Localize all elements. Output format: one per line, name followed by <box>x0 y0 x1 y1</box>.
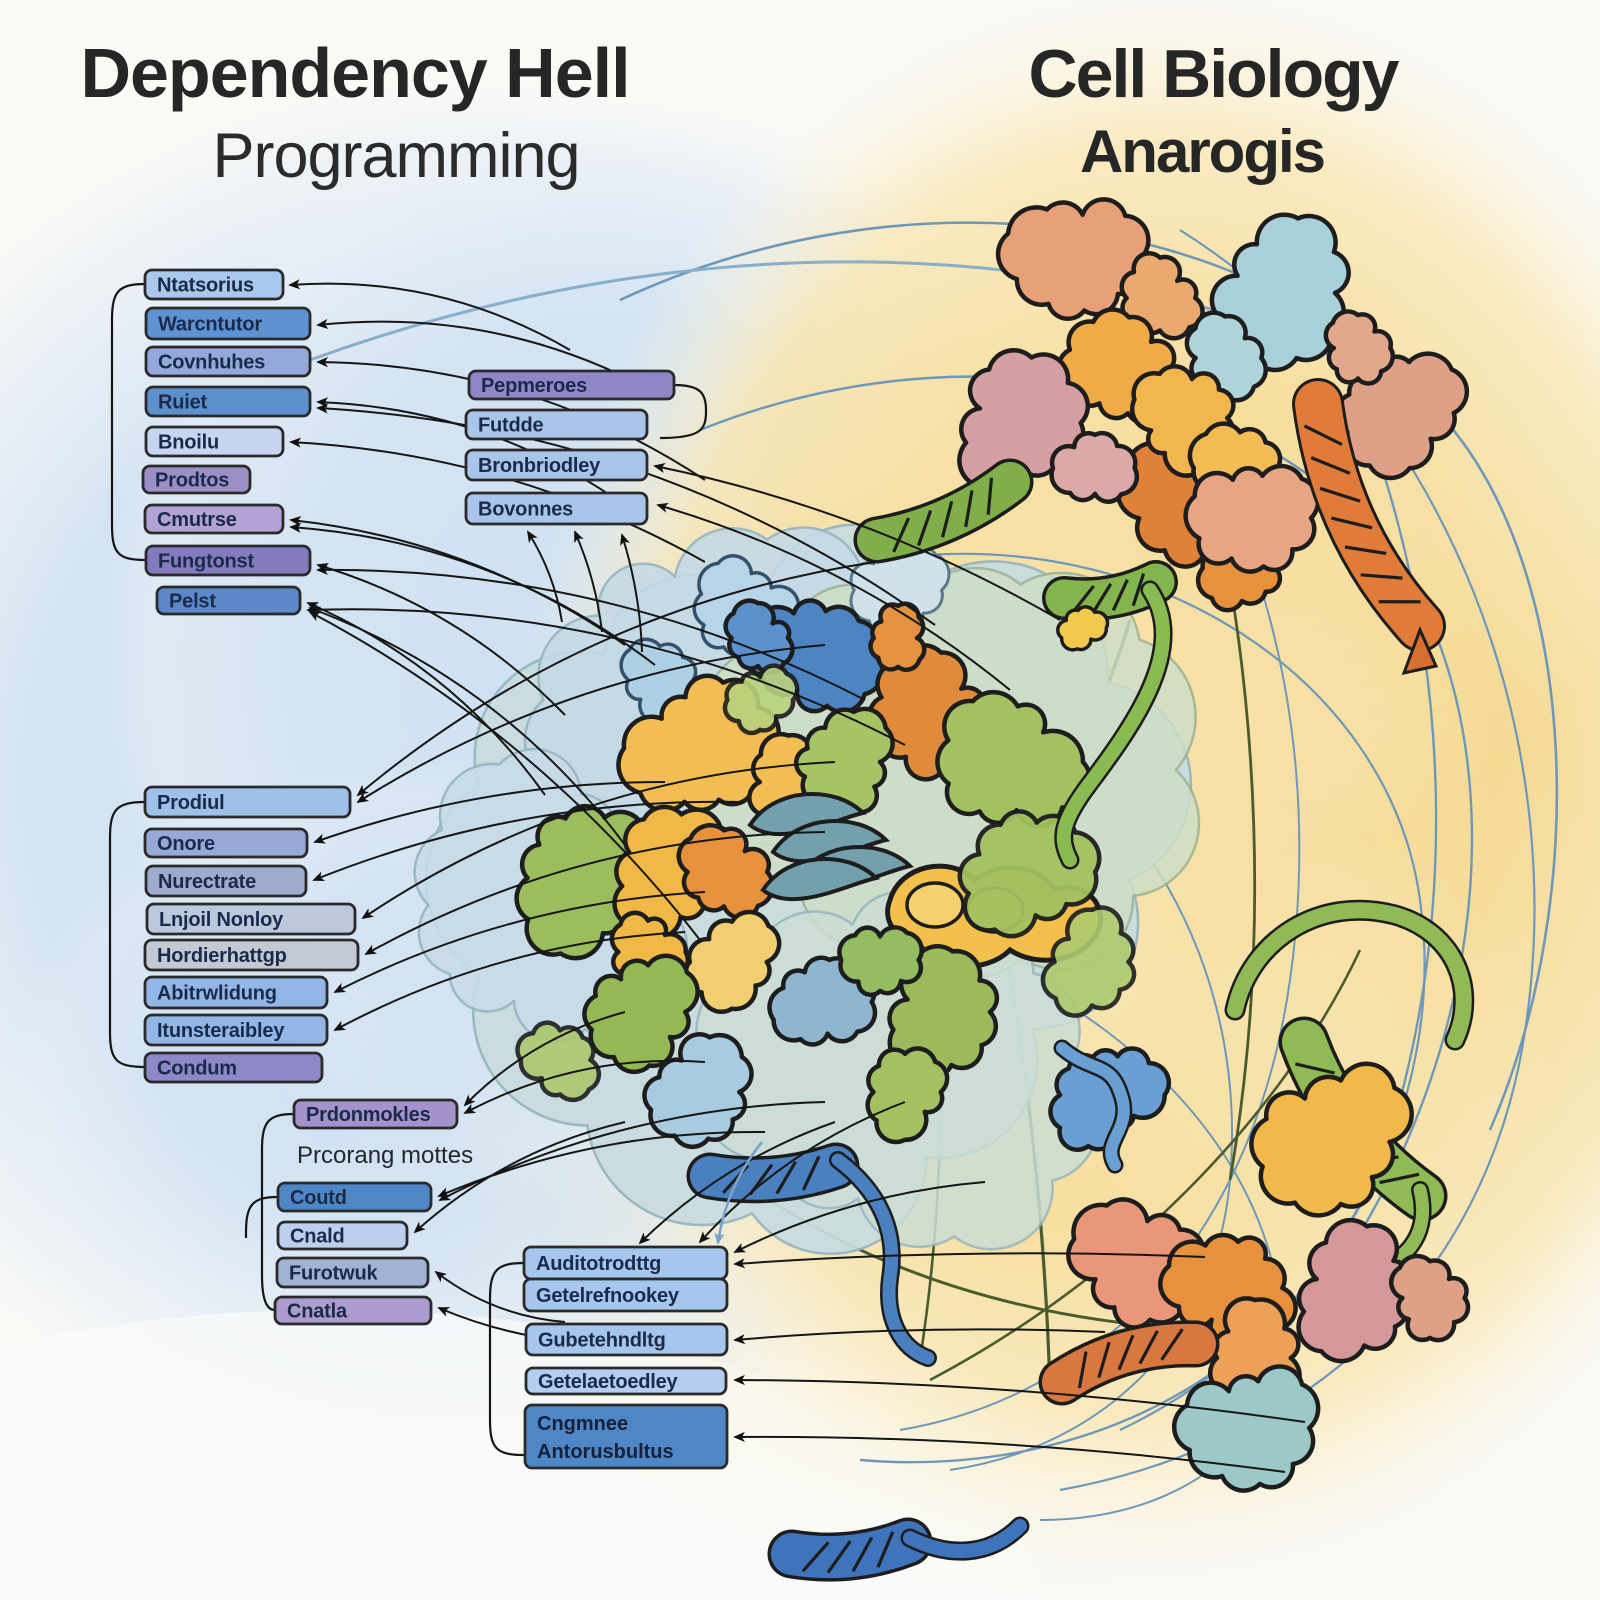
svg-text:Fungtonst: Fungtonst <box>158 551 254 573</box>
svg-text:Coutd: Coutd <box>290 1187 347 1209</box>
svg-text:Warcntutor: Warcntutor <box>158 314 262 336</box>
svg-text:Covnhuhes: Covnhuhes <box>158 352 265 374</box>
svg-text:Hordierhattgp: Hordierhattgp <box>157 945 287 967</box>
svg-text:Prodiul: Prodiul <box>157 792 225 814</box>
svg-text:Prcorang mottes: Prcorang mottes <box>297 1142 473 1169</box>
svg-text:Cngmnee: Cngmnee <box>537 1413 628 1435</box>
svg-text:Ruiet: Ruiet <box>158 392 208 414</box>
svg-text:Bovonnes: Bovonnes <box>478 499 573 521</box>
svg-text:Prodtos: Prodtos <box>155 470 229 492</box>
svg-text:Dependency Hell: Dependency Hell <box>80 34 629 112</box>
svg-text:Auditotrodttg: Auditotrodttg <box>536 1253 661 1275</box>
svg-text:Getelaetoedley: Getelaetoedley <box>538 1371 679 1393</box>
svg-text:Bnoilu: Bnoilu <box>158 432 219 454</box>
svg-text:Futdde: Futdde <box>478 415 544 437</box>
svg-text:Condum: Condum <box>157 1058 237 1080</box>
svg-text:Nurectrate: Nurectrate <box>158 871 256 893</box>
svg-text:Cnatla: Cnatla <box>287 1301 348 1323</box>
svg-text:Anarogis: Anarogis <box>1080 118 1324 185</box>
svg-text:Cnald: Cnald <box>290 1226 345 1248</box>
svg-text:Itunsteraibley: Itunsteraibley <box>157 1020 285 1042</box>
svg-text:Abitrwlidung: Abitrwlidung <box>157 983 277 1005</box>
svg-text:Programming: Programming <box>212 121 579 191</box>
svg-text:Gubetehndltg: Gubetehndltg <box>538 1330 666 1352</box>
svg-text:Cmutrse: Cmutrse <box>157 509 237 531</box>
svg-text:Getelrefnookey: Getelrefnookey <box>536 1285 680 1307</box>
svg-text:Cell Biology: Cell Biology <box>1029 36 1400 112</box>
svg-text:Furotwuk: Furotwuk <box>289 1263 378 1285</box>
svg-text:Pelst: Pelst <box>169 591 216 613</box>
svg-text:Bronbriodley: Bronbriodley <box>478 455 601 477</box>
svg-text:Ntatsorius: Ntatsorius <box>157 275 254 297</box>
svg-text:Pepmeroes: Pepmeroes <box>481 375 587 397</box>
svg-text:Antorusbultus: Antorusbultus <box>537 1441 674 1463</box>
svg-text:Onore: Onore <box>157 833 215 855</box>
svg-text:Lnjoil Nonloy: Lnjoil Nonloy <box>159 909 284 931</box>
svg-text:Prdonmokles: Prdonmokles <box>306 1104 431 1126</box>
